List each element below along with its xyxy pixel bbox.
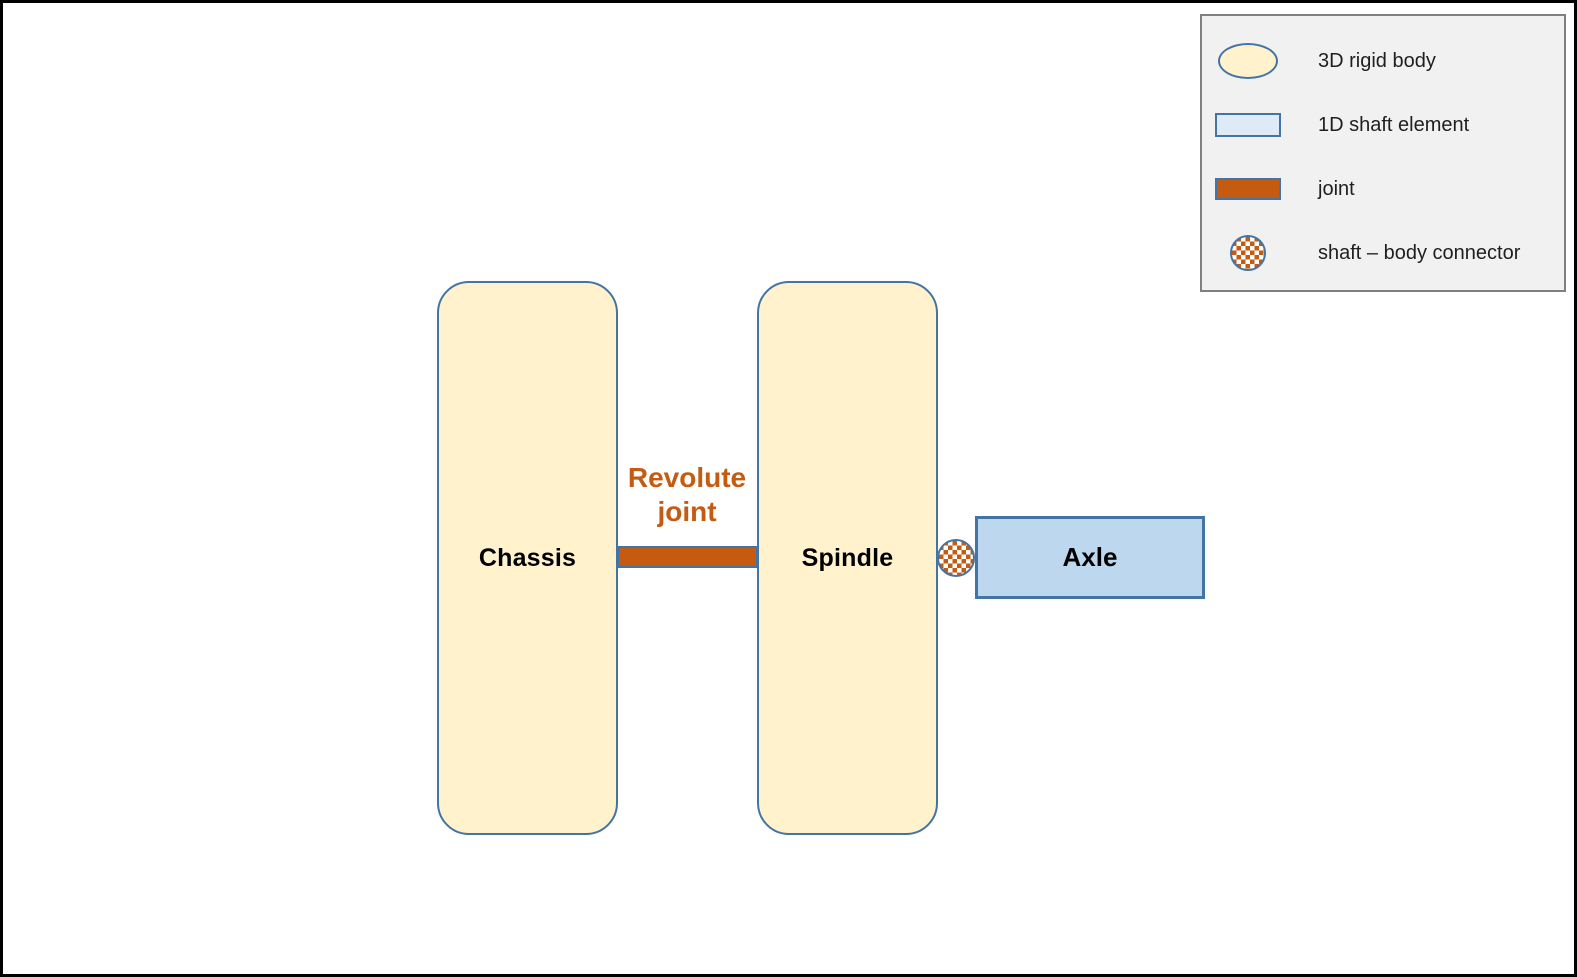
shaft-element-swatch-icon	[1215, 113, 1281, 137]
chassis-label: Chassis	[478, 543, 577, 572]
legend-row-connector: shaft – body connector	[1202, 221, 1564, 285]
shaft-body-connector-icon	[937, 539, 975, 577]
connector-swatch-icon	[1230, 235, 1266, 271]
legend-swatch-cell	[1202, 113, 1294, 137]
legend-row-rigid-body: 3D rigid body	[1202, 29, 1564, 93]
revolute-joint-bar	[617, 546, 758, 568]
axle-shaft-shape: Axle	[975, 516, 1205, 599]
legend: 3D rigid body 1D shaft element joint sha…	[1200, 14, 1566, 292]
axle-label: Axle	[1062, 542, 1118, 572]
spindle-label: Spindle	[801, 543, 894, 572]
legend-label-connector: shaft – body connector	[1318, 241, 1521, 264]
legend-swatch-cell	[1202, 43, 1294, 79]
chassis-body-shape: Chassis	[437, 281, 618, 835]
legend-swatch-cell	[1202, 178, 1294, 200]
legend-swatch-cell	[1202, 235, 1294, 271]
spindle-body-shape: Spindle	[757, 281, 938, 835]
legend-label-joint: joint	[1318, 177, 1355, 200]
revolute-joint-label-line1: Revolute	[627, 462, 747, 493]
legend-row-shaft-element: 1D shaft element	[1202, 93, 1564, 157]
legend-label-rigid-body: 3D rigid body	[1318, 49, 1436, 72]
revolute-joint-label: Revolute joint	[587, 461, 787, 529]
legend-row-joint: joint	[1202, 157, 1564, 221]
rigid-body-swatch-icon	[1218, 43, 1278, 79]
legend-label-shaft-element: 1D shaft element	[1318, 113, 1470, 136]
revolute-joint-label-line2: joint	[657, 496, 717, 527]
joint-swatch-icon	[1215, 178, 1281, 200]
